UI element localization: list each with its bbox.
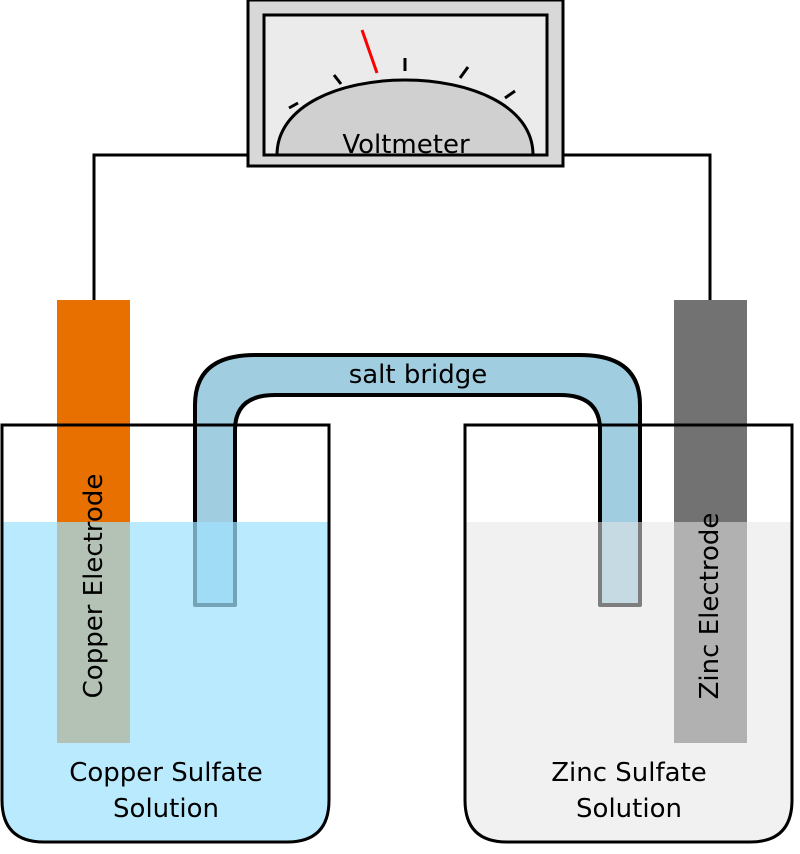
zinc-sulfate-label-line2: Solution [576, 794, 682, 824]
copper-sulfate-label-line2: Solution [113, 794, 219, 824]
right-beaker [463, 423, 794, 844]
zinc-sulfate-solution [465, 522, 792, 842]
right-cell: Zinc Electrode Zinc Sulfate Solution [463, 300, 794, 844]
tick [504, 89, 516, 100]
wire-left [92, 153, 250, 300]
voltmeter-dial [275, 78, 535, 157]
voltmeter-label: Voltmeter [342, 130, 470, 160]
tick [458, 66, 470, 79]
voltmeter-needle [360, 29, 379, 74]
voltmeter: Voltmeter [246, 0, 565, 168]
copper-sulfate-label-line1: Copper Sulfate [69, 758, 263, 788]
wire-right [562, 153, 712, 300]
voltmeter-ticks [288, 58, 516, 110]
salt-bridge-label: salt bridge [349, 360, 488, 390]
zinc-electrode-label: Zinc Electrode [695, 513, 725, 700]
tick [288, 101, 299, 110]
left-beaker [0, 423, 331, 844]
left-cell: Copper Electrode Copper Sulfate Solution [0, 300, 331, 844]
circuit-wires [92, 153, 712, 300]
copper-sulfate-solution [2, 522, 329, 842]
copper-electrode-label: Copper Electrode [79, 474, 109, 699]
zinc-sulfate-label-line1: Zinc Sulfate [551, 758, 707, 788]
tick [332, 74, 343, 85]
